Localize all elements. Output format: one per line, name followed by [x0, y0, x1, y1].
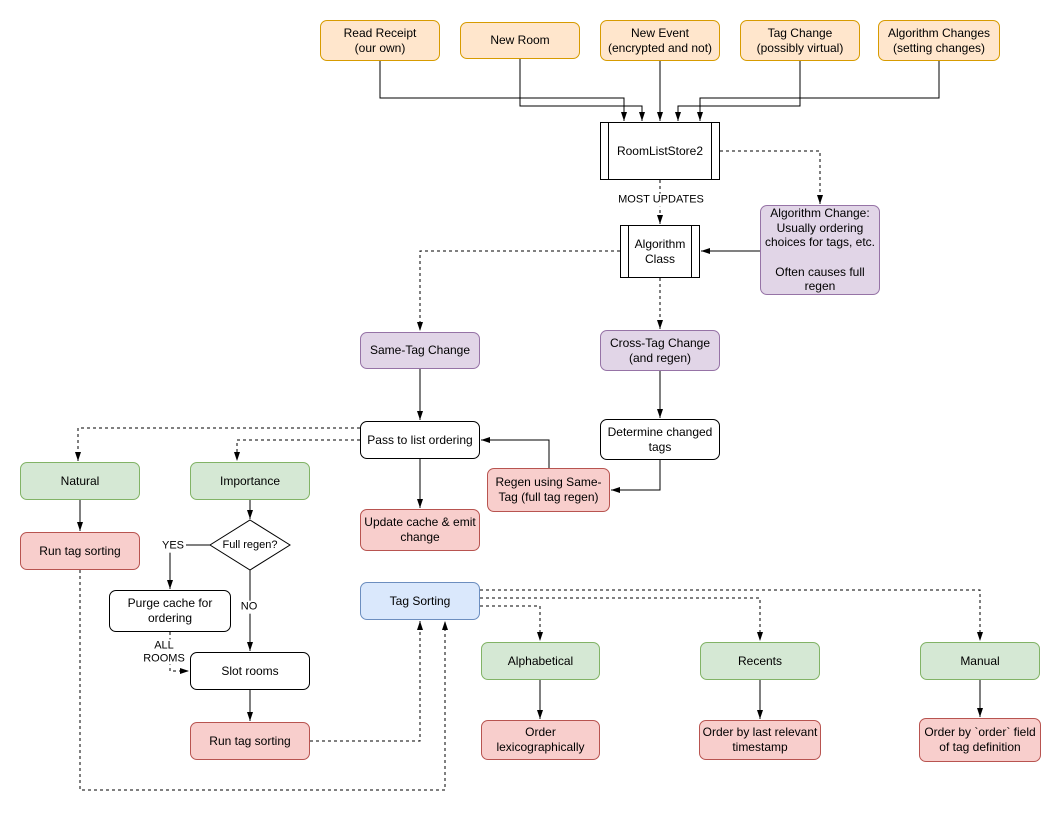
- node-cross-tag-change: Cross-Tag Change (and regen): [600, 330, 720, 371]
- node-same-tag-change: Same-Tag Change: [360, 332, 480, 369]
- edge-label-no: NO: [238, 600, 260, 614]
- edge-tag-sorting-alphabetical: [480, 605, 543, 641]
- edge-new-room-roomliststore: [519, 59, 645, 121]
- edge-regen-pass: [481, 437, 550, 468]
- edge-run-tag-sorting-natural-tag-sorting: [79, 570, 448, 791]
- node-run-tag-sorting-importance: Run tag sorting: [190, 722, 310, 760]
- edge-label-all-rooms: ALL ROOMS: [141, 639, 187, 665]
- node-room-list-store: RoomListStore2: [600, 122, 720, 180]
- edge-roomliststore-algorithm-change-note: [720, 150, 823, 204]
- node-algorithm-class: Algorithm Class: [620, 225, 700, 278]
- edge-label-yes: YES: [159, 539, 187, 553]
- edge-tag-sorting-manual: [480, 589, 983, 641]
- node-natural: Natural: [20, 462, 140, 500]
- node-full-regen-diamond: [209, 519, 291, 571]
- node-purge-cache: Purge cache for ordering: [109, 590, 231, 632]
- node-algorithm-change-note: Algorithm Change: Usually ordering choic…: [760, 205, 880, 295]
- node-run-tag-sorting-natural: Run tag sorting: [20, 532, 140, 570]
- edge-run-tag-sorting-importance-tag-sorting: [310, 621, 423, 742]
- node-full-regen-label: Full regen?: [222, 539, 278, 551]
- node-regen-using-same-tag: Regen using Same- Tag (full tag regen): [487, 468, 610, 512]
- node-tag-sorting: Tag Sorting: [360, 582, 480, 620]
- node-order-lexicographically: Order lexicographically: [481, 720, 600, 760]
- edge-tag-sorting-recents: [480, 597, 763, 641]
- node-new-event: New Event (encrypted and not): [600, 20, 720, 61]
- node-order-by-order-field: Order by `order` field of tag definition: [919, 718, 1041, 762]
- node-read-receipt: Read Receipt (our own): [320, 20, 440, 61]
- node-alphabetical: Alphabetical: [481, 642, 600, 680]
- edge-tag-change-roomliststore: [675, 61, 801, 121]
- node-manual: Manual: [920, 642, 1040, 680]
- node-importance: Importance: [190, 462, 310, 500]
- edge-read-receipt-roomliststore: [379, 61, 627, 121]
- node-new-room: New Room: [460, 22, 580, 59]
- edge-label-most-updates: MOST UPDATES: [616, 193, 706, 207]
- node-determine-changed-tags: Determine changed tags: [600, 419, 720, 460]
- edge-algorithm-changes-roomliststore: [697, 61, 940, 121]
- node-recents: Recents: [700, 642, 820, 680]
- edge-pass-natural: [75, 427, 360, 461]
- node-slot-rooms: Slot rooms: [190, 652, 310, 690]
- edge-algorithm-class-same-tag: [417, 250, 620, 331]
- node-order-by-timestamp: Order by last relevant timestamp: [699, 720, 821, 760]
- edge-pass-importance: [234, 439, 360, 461]
- node-pass-to-list-ordering: Pass to list ordering: [360, 421, 480, 459]
- node-update-cache: Update cache & emit change: [360, 509, 480, 551]
- node-algorithm-changes: Algorithm Changes (setting changes): [878, 20, 1000, 61]
- edge-determine-regen: [611, 460, 661, 493]
- node-tag-change: Tag Change (possibly virtual): [740, 20, 860, 61]
